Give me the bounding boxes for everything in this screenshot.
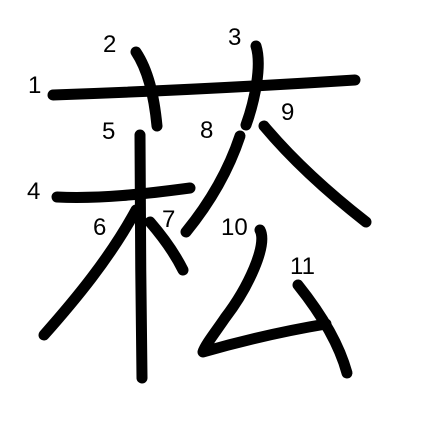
stroke-number-4: 4 (27, 178, 40, 205)
stroke-8-left-falling (180, 130, 246, 238)
stroke-5-vertical (134, 129, 148, 384)
stroke-number-7: 7 (162, 206, 175, 233)
stroke-3-vertical (240, 40, 264, 131)
stroke-number-9: 9 (281, 99, 294, 126)
stroke-number-2: 2 (103, 31, 116, 58)
stroke-1-horizontal (47, 74, 361, 101)
stroke-4-horizontal (51, 182, 196, 203)
stroke-10-bend (197, 224, 332, 358)
stroke-number-3: 3 (228, 24, 241, 51)
stroke-number-10: 10 (221, 214, 248, 241)
stroke-number-1: 1 (28, 72, 41, 99)
stroke-2-vertical (130, 46, 163, 132)
stroke-number-6: 6 (93, 214, 106, 241)
stroke-number-8: 8 (200, 117, 213, 144)
stroke-6-left-falling (38, 204, 142, 341)
stroke-7-dot (144, 216, 189, 276)
stroke-9-right-falling (258, 120, 372, 228)
stroke-number-11: 11 (290, 253, 315, 280)
stroke-11-dot (292, 279, 353, 379)
stroke-number-5: 5 (102, 118, 115, 145)
